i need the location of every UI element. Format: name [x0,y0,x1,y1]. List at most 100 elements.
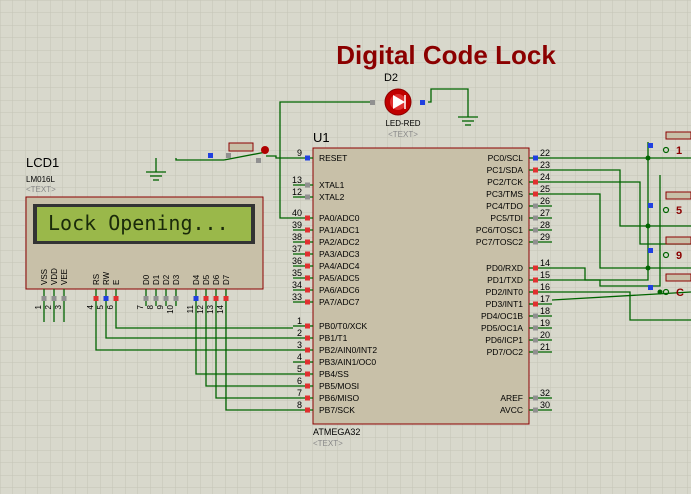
mcu-pin-marker [305,215,310,221]
mcu-pin-number: 22 [540,148,550,158]
mcu-pin-marker [533,227,538,233]
led-ref-label: D2 [384,72,398,84]
keypad-key-C[interactable]: C [648,273,691,299]
mcu-pin-marker [305,347,310,353]
mcu-pin-name: PA7/ADC7 [319,297,360,307]
lcd-pin-name: D0 [142,274,151,285]
key-pin-marker [648,203,653,208]
mcu-pin-name: PD3/INT1 [486,299,524,309]
mcu-pin-marker [533,313,538,319]
lcd-pin-name: D5 [202,274,211,285]
mcu-pin-marker [305,359,310,365]
mcu-pin-marker [533,191,538,197]
lcd-pin-name: VSS [40,269,49,285]
led-d2[interactable]: D2 LED-RED <TEXT> [370,72,425,139]
mcu-pin-number: 12 [292,187,302,197]
mcu-pin-number: 21 [540,342,550,352]
key-cap [665,191,691,200]
mcu-pin-name: PD0/RXD [486,263,523,273]
lcd-pin-name: E [112,280,121,285]
mcu-pin-marker [305,263,310,269]
lcd-pin-number: 10 [166,304,175,313]
mcu-pin-number: 5 [297,364,302,374]
mcu-pin-name: PA5/ADC5 [319,273,360,283]
lcd-pin-marker [163,296,169,301]
mcu-pin-number: 7 [297,388,302,398]
lcd-pin-marker [213,296,219,301]
keypad-key-1[interactable]: 1 [648,131,691,157]
mcu-pin-number: 40 [292,208,302,218]
lcd-pin-number: 7 [136,304,145,309]
mcu-pin-name: PC6/TOSC1 [476,225,523,235]
mcu-pin-name: XTAL1 [319,180,345,190]
mcu-text-placeholder: <TEXT> [313,439,343,448]
ground-symbol-reset [146,171,166,181]
lcd-pin-name: D1 [152,274,161,285]
mcu-pin-marker [305,395,310,401]
mcu-pin-number: 13 [292,175,302,185]
lcd-pin-number: 4 [86,304,95,309]
lcd-pin-name: RW [102,271,111,285]
lcd-type-label: LM016L [26,175,55,184]
lcd-pin-number: 6 [106,304,115,309]
mcu-pin-name: PA6/ADC6 [319,285,360,295]
lcd-pin-marker [93,296,99,301]
lcd-pin-marker [203,296,209,301]
mcu-pin-number: 29 [540,232,550,242]
mcu-pin-number: 15 [540,270,550,280]
key-contact [662,206,670,214]
mcu-pin-name: PB4/SS [319,369,349,379]
mcu-pin-name: PC4/TDO [486,201,523,211]
lcd-pin-number: 8 [146,304,155,309]
mcu-pin-name: XTAL2 [319,192,345,202]
mcu-pin-name: PB0/T0/XCK [319,321,368,331]
lcd-module[interactable]: LCD1 LM016L <TEXT> Lock Opening... VSS1V… [25,155,264,314]
lcd-pin-number: 12 [196,304,205,313]
mcu-pin-marker [305,371,310,377]
diagram-title: Digital Code Lock [336,40,556,70]
mcu-pin-number: 24 [540,172,550,182]
mcu-pin-name: PC1/SDA [487,165,524,175]
lcd-ref-label: LCD1 [26,155,59,170]
mcu-pin-name: PB1/T1 [319,333,348,343]
lcd-pin-name: RS [92,274,101,285]
mcu-pin-name: RESET [319,153,347,163]
mcu-pin-number: 30 [540,400,550,410]
mcu-pin-marker [533,407,538,413]
reset-button[interactable] [208,142,269,163]
mcu-pin-number: 3 [297,340,302,350]
key-cap [665,131,691,140]
mcu-type-label: ATMEGA32 [313,427,360,437]
mcu-pin-marker [305,335,310,341]
mcu-pin-name: PD5/OC1A [481,323,523,333]
led-type-label: LED-RED [385,119,420,128]
keypad-key-5[interactable]: 5 [648,191,691,217]
key-label: 5 [676,205,682,217]
lcd-pin-name: D3 [172,274,181,285]
mcu-pin-number: 14 [540,258,550,268]
lcd-pin-name: D7 [222,274,231,285]
mcu-pin-number: 33 [292,292,302,302]
lcd-pin-marker [61,296,67,301]
lcd-pin-marker [223,296,229,301]
mcu-pin-marker [533,349,538,355]
lcd-pin-number: 2 [44,304,53,309]
mcu-pin-name: PD1/TXD [487,275,523,285]
mcu-pin-name: AREF [500,393,523,403]
mcu-pin-number: 28 [540,220,550,230]
mcu-pin-marker [533,239,538,245]
mcu-pin-marker [533,301,538,307]
mcu-pin-number: 8 [297,400,302,410]
mcu-pin-marker [533,395,538,401]
mcu-pin-marker [305,239,310,245]
mcu-pin-number: 23 [540,160,550,170]
mcu-pin-marker [305,251,310,257]
mcu-pin-marker [533,325,538,331]
mcu-pin-marker [305,182,310,188]
keypad-key-9[interactable]: 9 [648,236,691,262]
mcu-pin-name: PA1/ADC1 [319,225,360,235]
mcu-pin-number: 32 [540,388,550,398]
mcu-pin-marker [305,407,310,413]
